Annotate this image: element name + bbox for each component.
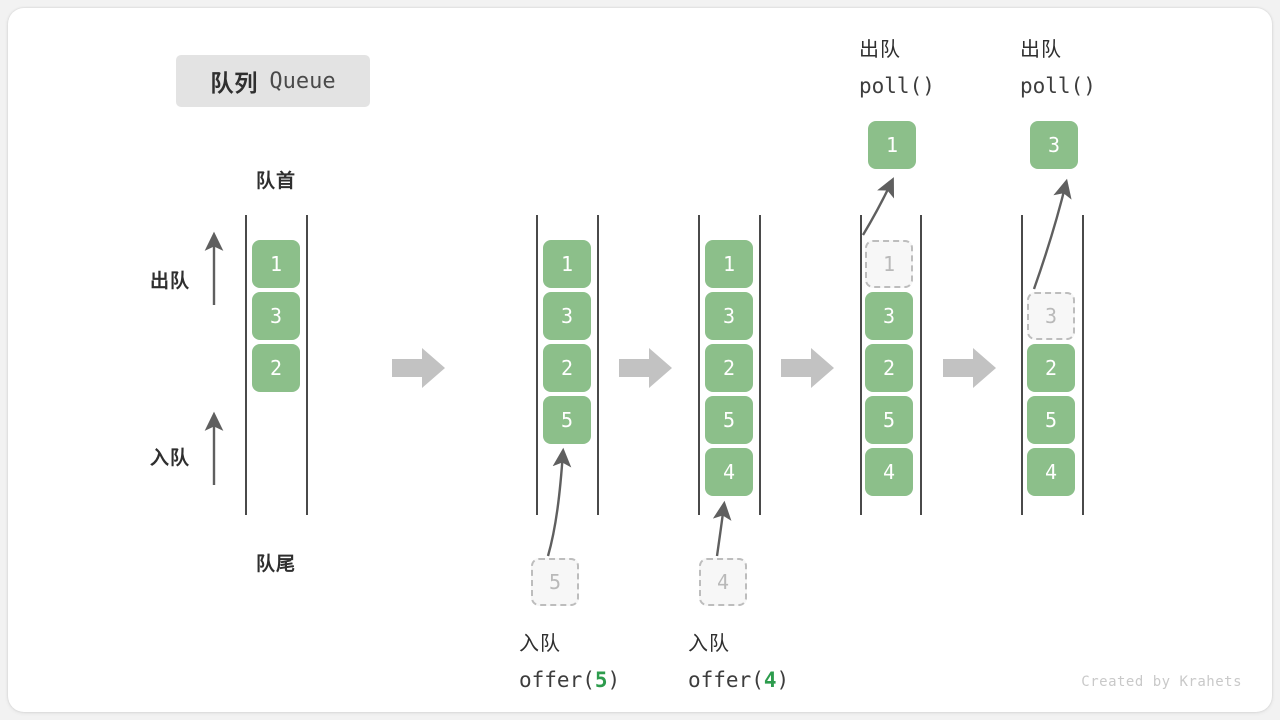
- stage3-code-prefix: offer(: [688, 668, 764, 692]
- stage3-incoming-ghost-cell: 4: [699, 558, 747, 606]
- stage5-operation-code: poll(): [1020, 74, 1096, 98]
- queue-head-label: 队首: [255, 171, 296, 192]
- stage2-rail-left: [536, 215, 538, 515]
- enqueue-direction-label: 入队: [150, 448, 191, 469]
- stage4-operation-code: poll(): [859, 74, 935, 98]
- stage2-cell-0: 1: [543, 240, 591, 288]
- stage-transition-arrow-2: [619, 348, 672, 388]
- stage4-operation-label: 出队 poll(): [859, 32, 935, 104]
- stage4-cell-3: 4: [865, 448, 913, 496]
- stage1-cell-0: 1: [252, 240, 300, 288]
- stage3-cell-2: 2: [705, 344, 753, 392]
- stage5-rail-left: [1021, 215, 1023, 515]
- stage2-cell-2: 2: [543, 344, 591, 392]
- stage3-code-suffix: ): [776, 668, 790, 692]
- stage5-rail-right: [1082, 215, 1084, 515]
- stage4-outgoing-arrow: [861, 177, 895, 236]
- stage3-operation-code: offer(4): [688, 662, 789, 698]
- stage2-operation-cn: 入队: [519, 633, 561, 655]
- stage5-outgoing-cell: 3: [1030, 121, 1078, 169]
- stage3-rail-left: [698, 215, 700, 515]
- stage2-cell-1: 3: [543, 292, 591, 340]
- stage-transition-arrow-3: [781, 348, 834, 388]
- title-badge: 队列 Queue: [176, 55, 370, 107]
- stage1-cell-1: 3: [252, 292, 300, 340]
- stage5-ghost-cell: 3: [1027, 292, 1075, 340]
- stage3-cell-0: 1: [705, 240, 753, 288]
- stage2-incoming-ghost-cell: 5: [531, 558, 579, 606]
- stage3-code-arg: 4: [763, 668, 777, 692]
- stage4-cell-1: 2: [865, 344, 913, 392]
- stage5-cell-2: 4: [1027, 448, 1075, 496]
- stage2-operation-label: 入队 offer(5): [519, 626, 620, 698]
- stage2-code-arg: 5: [594, 668, 608, 692]
- stage5-operation-label: 出队 poll(): [1020, 32, 1096, 104]
- stage3-cell-3: 5: [705, 396, 753, 444]
- stage2-rail-right: [597, 215, 599, 515]
- stage1-cell-2: 2: [252, 344, 300, 392]
- stage3-cell-4: 4: [705, 448, 753, 496]
- stage-transition-arrow-1: [392, 348, 445, 388]
- stage3-incoming-arrow: [712, 500, 732, 557]
- stage4-ghost-cell: 1: [865, 240, 913, 288]
- title-chinese: 队列: [210, 70, 259, 96]
- stage4-rail-left: [860, 215, 862, 515]
- stage3-operation-cn: 入队: [688, 633, 730, 655]
- stage4-operation-cn: 出队: [859, 39, 901, 61]
- stage1-rail-right: [306, 215, 308, 515]
- stage1-rail-left: [245, 215, 247, 515]
- stage3-cell-1: 3: [705, 292, 753, 340]
- stage3-rail-right: [759, 215, 761, 515]
- stage5-cell-0: 2: [1027, 344, 1075, 392]
- stage5-outgoing-arrow: [1032, 178, 1072, 290]
- stage4-outgoing-cell: 1: [868, 121, 916, 169]
- watermark-credit: Created by Krahets: [1081, 674, 1242, 690]
- stage4-cell-0: 3: [865, 292, 913, 340]
- queue-tail-label: 队尾: [255, 554, 296, 575]
- stage3-operation-label: 入队 offer(4): [688, 626, 789, 698]
- title-english: Queue: [269, 68, 336, 94]
- diagram-card: 队列 Queue 队首 队尾 出队 入队 1 3 2 1 3 2 5 5 入队 …: [8, 8, 1272, 712]
- stage2-code-prefix: offer(: [519, 668, 595, 692]
- stage2-incoming-arrow: [546, 447, 572, 557]
- stage-transition-arrow-4: [943, 348, 996, 388]
- stage2-code-suffix: ): [607, 668, 621, 692]
- stage2-operation-code: offer(5): [519, 662, 620, 698]
- stage5-cell-1: 5: [1027, 396, 1075, 444]
- stage5-operation-cn: 出队: [1020, 39, 1062, 61]
- dequeue-direction-label: 出队: [150, 271, 191, 292]
- stage4-cell-2: 5: [865, 396, 913, 444]
- stage4-rail-right: [920, 215, 922, 515]
- stage2-cell-3: 5: [543, 396, 591, 444]
